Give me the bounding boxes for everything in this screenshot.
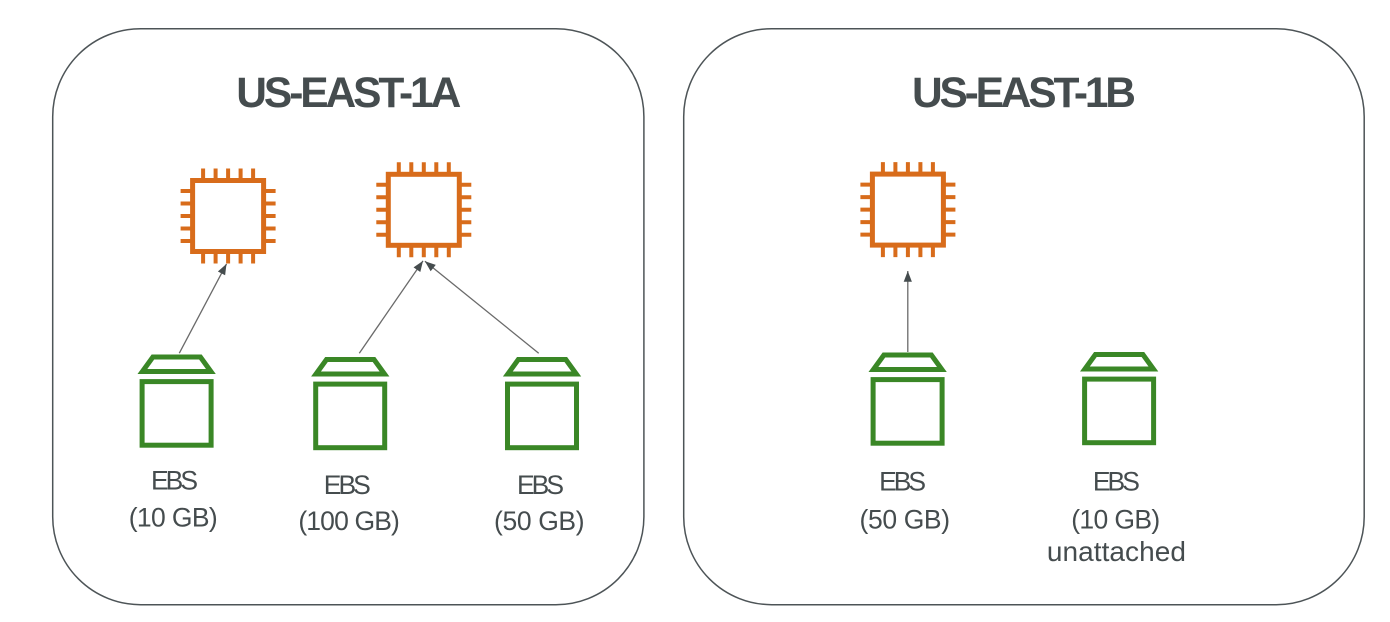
- svg-text:EBS: EBS: [324, 470, 371, 500]
- svg-text:EBS: EBS: [517, 470, 564, 500]
- svg-text:(50 GB): (50 GB): [860, 505, 951, 535]
- svg-text:(50 GB): (50 GB): [494, 506, 585, 536]
- svg-text:(10 GB): (10 GB): [1071, 505, 1160, 535]
- svg-text:EBS: EBS: [151, 466, 198, 496]
- svg-text:EBS: EBS: [1093, 466, 1140, 496]
- svg-text:unattached: unattached: [1047, 536, 1186, 567]
- svg-text:(10 GB): (10 GB): [129, 503, 218, 533]
- svg-text:(100 GB): (100 GB): [298, 506, 400, 536]
- svg-text:EBS: EBS: [879, 466, 926, 496]
- svg-text:US-EAST-1B: US-EAST-1B: [912, 70, 1136, 117]
- svg-text:US-EAST-1A: US-EAST-1A: [236, 70, 461, 117]
